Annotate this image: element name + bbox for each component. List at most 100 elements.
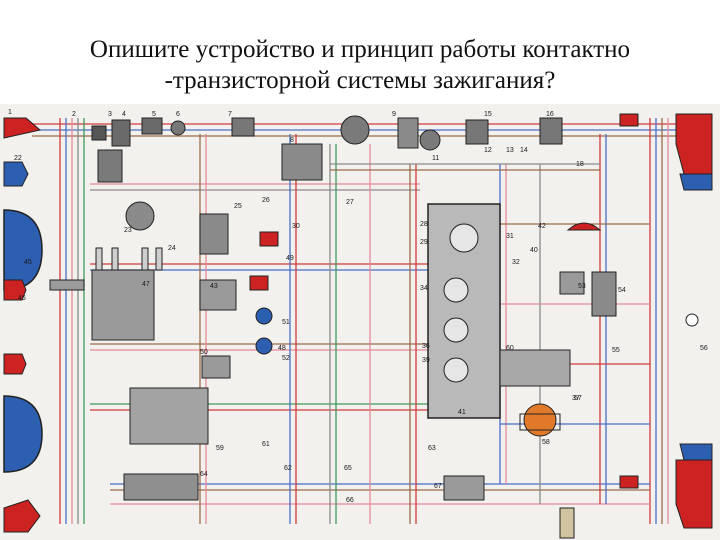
callout-48: 48: [278, 345, 286, 352]
callout-46: 46: [18, 295, 26, 302]
wiper-motor: [340, 115, 370, 145]
callout-52: 52: [282, 355, 290, 362]
callout-13: 13: [506, 147, 514, 154]
light-switch: [591, 271, 617, 317]
spark-plug-2: [111, 247, 119, 271]
heater-switch: [397, 117, 419, 149]
callout-67: 67: [434, 483, 442, 490]
oil-pressure-lamp: [259, 231, 279, 247]
license-plate-lamp: [685, 313, 699, 327]
wiring-diagram-svg: 1234567891112131415161822232425262728293…: [0, 104, 720, 540]
callout-58: 58: [542, 439, 550, 446]
spark-plug-3: [141, 247, 149, 271]
callout-29: 29: [420, 239, 428, 246]
callout-16: 16: [546, 111, 554, 118]
fuel-pump: [465, 119, 489, 145]
callout-28: 28: [420, 221, 428, 228]
heater-motor: [523, 403, 557, 437]
callout-57: 57: [574, 395, 582, 402]
callout-61: 61: [262, 441, 270, 448]
left-marker-lamp: [3, 353, 27, 375]
callout-3: 3: [108, 111, 112, 118]
callout-30: 30: [292, 223, 300, 230]
callout-31: 31: [506, 233, 514, 240]
starter: [129, 387, 209, 445]
ignition-coil: [199, 213, 229, 255]
front-left-indicator-lamp: [3, 117, 42, 139]
callout-23: 23: [124, 227, 132, 234]
ammeter-gauge: [443, 357, 469, 383]
rear-right-indicator-top: [679, 173, 713, 191]
slide-title-line1: Опишите устройство и принцип работы конт…: [89, 36, 631, 63]
terminal-strip: [559, 507, 575, 539]
oil-sensor: [539, 117, 563, 145]
callout-54: 54: [618, 287, 626, 294]
callout-47: 47: [142, 281, 150, 288]
interior-lamp: [566, 222, 602, 231]
callout-27: 27: [346, 199, 354, 206]
callout-50: 50: [200, 349, 208, 356]
callout-56: 56: [700, 345, 708, 352]
left-connector-block: [49, 279, 85, 291]
spark-plug-1: [95, 247, 103, 271]
spark-plug-4: [155, 247, 163, 271]
callout-63: 63: [428, 445, 436, 452]
turn-signal-switch: [559, 271, 585, 295]
rear-right-indicator-bottom: [679, 443, 713, 461]
stop-lamp-switch: [255, 337, 273, 355]
callout-60: 60: [506, 345, 514, 352]
callout-32: 32: [512, 259, 520, 266]
wiper-switch: [443, 475, 485, 501]
callout-22: 22: [14, 155, 22, 162]
left-side-lamp: [3, 161, 29, 187]
callout-26: 26: [262, 197, 270, 204]
callout-42: 42: [538, 223, 546, 230]
slide-title-line2: -транзисторной системы зажигания?: [164, 67, 556, 94]
callout-39: 39: [422, 357, 430, 364]
washer-motor: [231, 117, 255, 137]
callout-1: 1: [8, 109, 12, 116]
callout-5: 5: [152, 111, 156, 118]
distributor: [125, 201, 155, 231]
fuse-panel: [499, 349, 571, 387]
callout-37: 37: [572, 395, 580, 402]
battery: [123, 473, 199, 501]
heater-housing: [519, 413, 561, 431]
left-lower-headlamp: [3, 395, 43, 473]
speedometer-gauge: [449, 223, 479, 253]
wire-harness: [30, 118, 700, 524]
sound-signal: [170, 120, 186, 136]
callout-41: 41: [458, 409, 466, 416]
rear-right-lamp-bottom: [675, 459, 713, 529]
fan-motor: [419, 129, 441, 151]
callout-64: 64: [200, 471, 208, 478]
voltage-regulator: [199, 279, 237, 311]
left-fog-lamp: [3, 279, 27, 301]
callout-62: 62: [284, 465, 292, 472]
callout-59: 59: [216, 445, 224, 452]
callout-55: 55: [612, 347, 620, 354]
callout-6: 6: [176, 111, 180, 118]
fuse-box: [281, 143, 323, 181]
rear-left-lamp: [3, 499, 41, 533]
temperature-gauge: [443, 317, 469, 343]
callout-4: 4: [122, 111, 126, 118]
callout-66: 66: [346, 497, 354, 504]
callout-12: 12: [484, 147, 492, 154]
callout-14: 14: [520, 147, 528, 154]
ignition-relay: [97, 149, 123, 183]
callout-11: 11: [432, 155, 439, 162]
callout-24: 24: [168, 245, 176, 252]
callout-18: 18: [576, 161, 584, 168]
callout-34: 34: [420, 285, 428, 292]
callout-51: 51: [282, 319, 290, 326]
fuel-level-sensor: [255, 307, 273, 325]
relay-block: [141, 117, 163, 135]
fuel-gauge: [443, 277, 469, 303]
callout-25: 25: [234, 203, 242, 210]
rear-right-lamp-top: [675, 113, 713, 175]
callout-45: 45: [24, 259, 32, 266]
callout-9: 9: [392, 111, 396, 118]
